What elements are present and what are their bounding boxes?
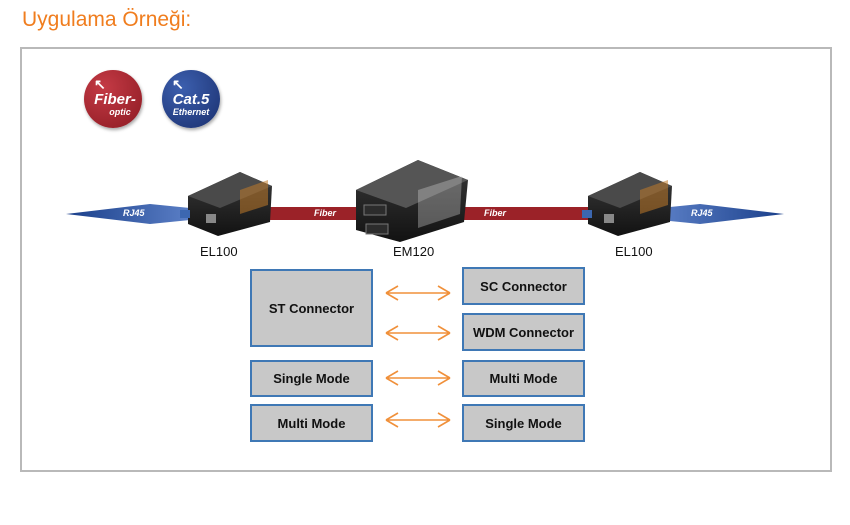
conversion-box-right: Multi Mode [462,360,585,397]
device-em120 [356,160,468,242]
conversion-box-left: Multi Mode [250,404,373,442]
device-el100-left [180,172,272,236]
diagram-frame [20,47,832,472]
conversion-box-right: SC Connector [462,267,585,305]
fiber-label-left: Fiber [314,208,337,218]
arrow-icon: ↖ [172,76,184,92]
conversion-box-right: Single Mode [462,404,585,442]
device-el100-right [582,172,672,236]
rj45-arrow-left [66,204,190,224]
page-title: Uygulama Örneği: [22,8,192,31]
conversion-box-right: WDM Connector [462,313,585,351]
device-label-left: EL100 [200,244,238,259]
rj45-label-left: RJ45 [123,208,145,218]
fiber-label-right: Fiber [484,208,507,218]
fiber-optic-badge: ↖ Fiber- optic [84,70,142,128]
rj45-arrow-right [660,204,784,224]
double-arrow [385,285,451,428]
rj45-label-right: RJ45 [691,208,713,218]
device-label-center: EM120 [393,244,435,259]
device-label-right: EL100 [615,244,653,259]
badge-sub-label: optic [109,107,131,117]
fiber-cable-left [258,207,366,220]
badge-sub-label: Ethernet [172,107,210,117]
conversion-box-left: Single Mode [250,360,373,397]
badge-main-label: Fiber- [94,91,136,108]
fiber-cable-right [445,207,595,220]
cat5-ethernet-badge: ↖ Cat.5 Ethernet [162,70,220,128]
badge-main-label: Cat.5 [172,91,210,108]
conversion-box-left: ST Connector [250,269,373,347]
arrow-icon: ↖ [94,76,106,92]
